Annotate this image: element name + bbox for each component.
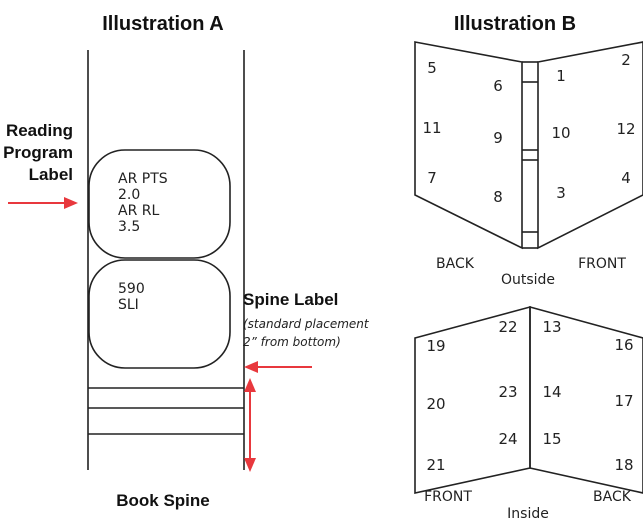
page-number: 14 (542, 383, 561, 401)
page-number: 4 (621, 169, 631, 187)
page-number: 6 (493, 77, 503, 95)
page-number: 8 (493, 188, 503, 206)
page-number: 11 (422, 119, 441, 137)
spine-label-box (88, 259, 231, 369)
page-number: 12 (616, 120, 635, 138)
book-spine (87, 50, 245, 470)
page-number: 22 (498, 318, 517, 336)
page-number: 3 (556, 184, 566, 202)
reading-label-line: 2.0 (118, 187, 140, 203)
reading-label-text: AR PTS 2.0 AR RL 3.5 (118, 171, 168, 235)
page-number: 9 (493, 129, 503, 147)
reading-program-title-line: Label (29, 165, 73, 184)
page-number: 17 (614, 392, 633, 410)
outside-page-numbers: 5 6 1 2 11 9 10 12 7 8 3 4 (422, 51, 635, 206)
measurement-double-arrow (244, 378, 256, 472)
reading-label-arrow (8, 197, 78, 209)
spine-label-text: 590 SLI (118, 281, 145, 313)
page-number: 24 (498, 430, 517, 448)
page-number: 23 (498, 383, 517, 401)
page-number: 1 (556, 67, 566, 85)
spine-label-note-line: 2” from bottom) (243, 335, 341, 349)
reading-program-label-title: Reading Program Label (3, 121, 73, 184)
inside-page-numbers: 22 13 19 16 23 14 20 17 24 15 21 18 (426, 318, 633, 474)
page-number: 20 (426, 395, 445, 413)
page-number: 7 (427, 169, 437, 187)
reading-program-label-box (88, 149, 231, 259)
book-spine-caption: Book Spine (116, 491, 210, 510)
illustration-b-title: Illustration B (454, 13, 576, 35)
outside-left-label: BACK (436, 256, 475, 272)
page-number: 21 (426, 456, 445, 474)
spine-label-line: 590 (118, 281, 145, 297)
illustration-a-title: Illustration A (102, 13, 223, 35)
page-number: 19 (426, 337, 445, 355)
spine-label-line: SLI (118, 297, 139, 313)
page-number: 5 (427, 59, 437, 77)
spine-label-note-line: (standard placement (243, 317, 370, 331)
inside-right-label: BACK (593, 489, 632, 505)
outside-right-label: FRONT (578, 256, 626, 272)
page-number: 2 (621, 51, 631, 69)
reading-label-line: 3.5 (118, 219, 140, 235)
inside-left-label: FRONT (424, 489, 472, 505)
reading-program-title-line: Reading (6, 121, 73, 140)
page-number: 15 (542, 430, 561, 448)
page-number: 13 (542, 318, 561, 336)
spine-label-arrow (244, 361, 312, 373)
page-number: 18 (614, 456, 633, 474)
reading-label-line: AR RL (118, 203, 159, 219)
book-outside-view (414, 41, 643, 250)
page-number: 10 (551, 124, 570, 142)
reading-label-line: AR PTS (118, 171, 168, 187)
page-number: 16 (614, 336, 633, 354)
spine-label-title: Spine Label (243, 290, 338, 309)
inside-center-label: Inside (507, 506, 549, 521)
book-inside-view (414, 305, 643, 494)
outside-center-label: Outside (501, 272, 555, 288)
reading-program-title-line: Program (3, 143, 73, 162)
